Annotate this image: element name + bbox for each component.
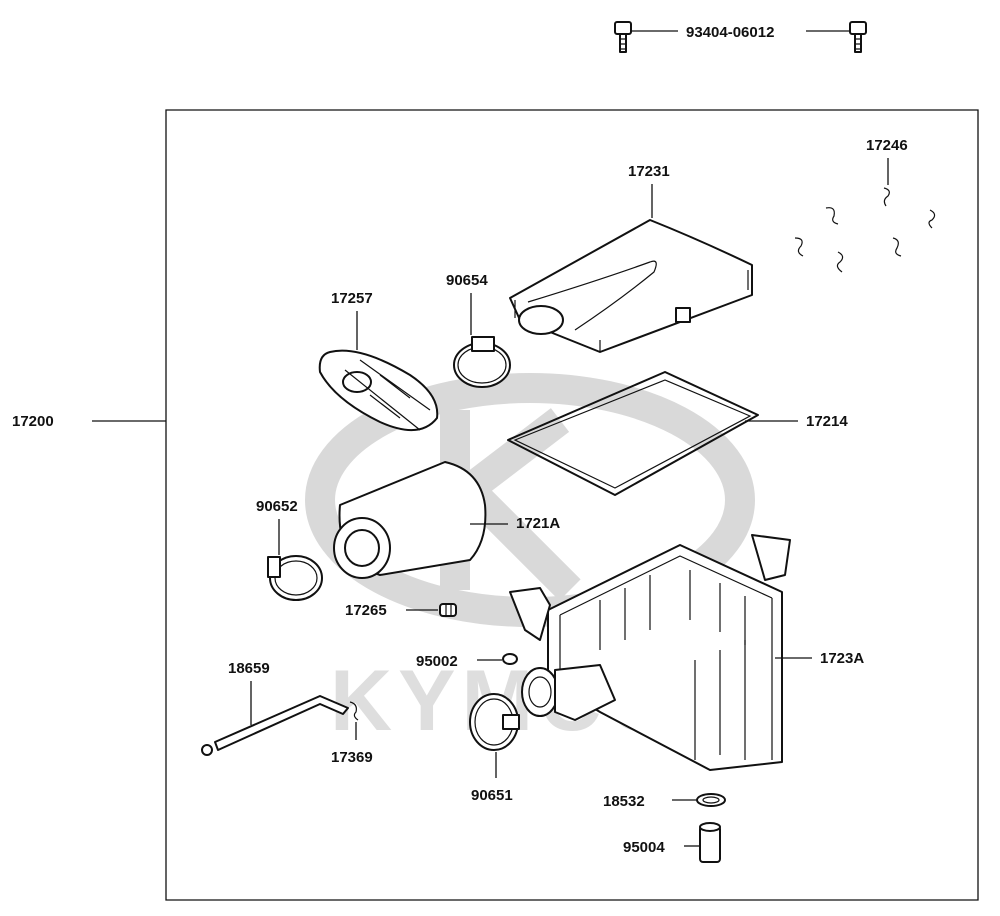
label-1721A: 1721A bbox=[516, 515, 560, 532]
label-17369: 17369 bbox=[331, 749, 373, 766]
duct-17257 bbox=[318, 349, 439, 432]
label-17231: 17231 bbox=[628, 163, 670, 180]
label-93404-06012: 93404-06012 bbox=[686, 24, 774, 41]
label-90651: 90651 bbox=[471, 787, 513, 804]
label-90652: 90652 bbox=[256, 498, 298, 515]
clip-17369 bbox=[349, 701, 359, 721]
label-17265: 17265 bbox=[345, 602, 387, 619]
label-17200: 17200 bbox=[12, 413, 54, 430]
gasket-17214 bbox=[507, 371, 759, 496]
screw-93404-left bbox=[614, 21, 632, 53]
hose-18659 bbox=[201, 695, 349, 756]
ring-18532 bbox=[696, 793, 726, 807]
clamp-90652 bbox=[267, 555, 323, 601]
label-18532: 18532 bbox=[603, 793, 645, 810]
screw-93404-right bbox=[849, 21, 867, 53]
case-1723A bbox=[509, 534, 791, 771]
group-frame bbox=[165, 109, 979, 901]
label-18659: 18659 bbox=[228, 660, 270, 677]
filter-element-1721A bbox=[333, 461, 487, 579]
clamp-90654 bbox=[453, 336, 511, 388]
label-17246: 17246 bbox=[866, 137, 908, 154]
cover-17231 bbox=[509, 219, 753, 353]
label-95002: 95002 bbox=[416, 653, 458, 670]
label-95004: 95004 bbox=[623, 839, 665, 856]
plug-95004 bbox=[699, 822, 721, 863]
label-17214: 17214 bbox=[806, 413, 848, 430]
clip-95002 bbox=[502, 653, 518, 665]
clips-17246 bbox=[794, 187, 936, 273]
label-1723A: 1723A bbox=[820, 650, 864, 667]
label-90654: 90654 bbox=[446, 272, 488, 289]
plug-17265 bbox=[439, 603, 457, 617]
label-17257: 17257 bbox=[331, 290, 373, 307]
clamp-90651 bbox=[469, 693, 520, 751]
